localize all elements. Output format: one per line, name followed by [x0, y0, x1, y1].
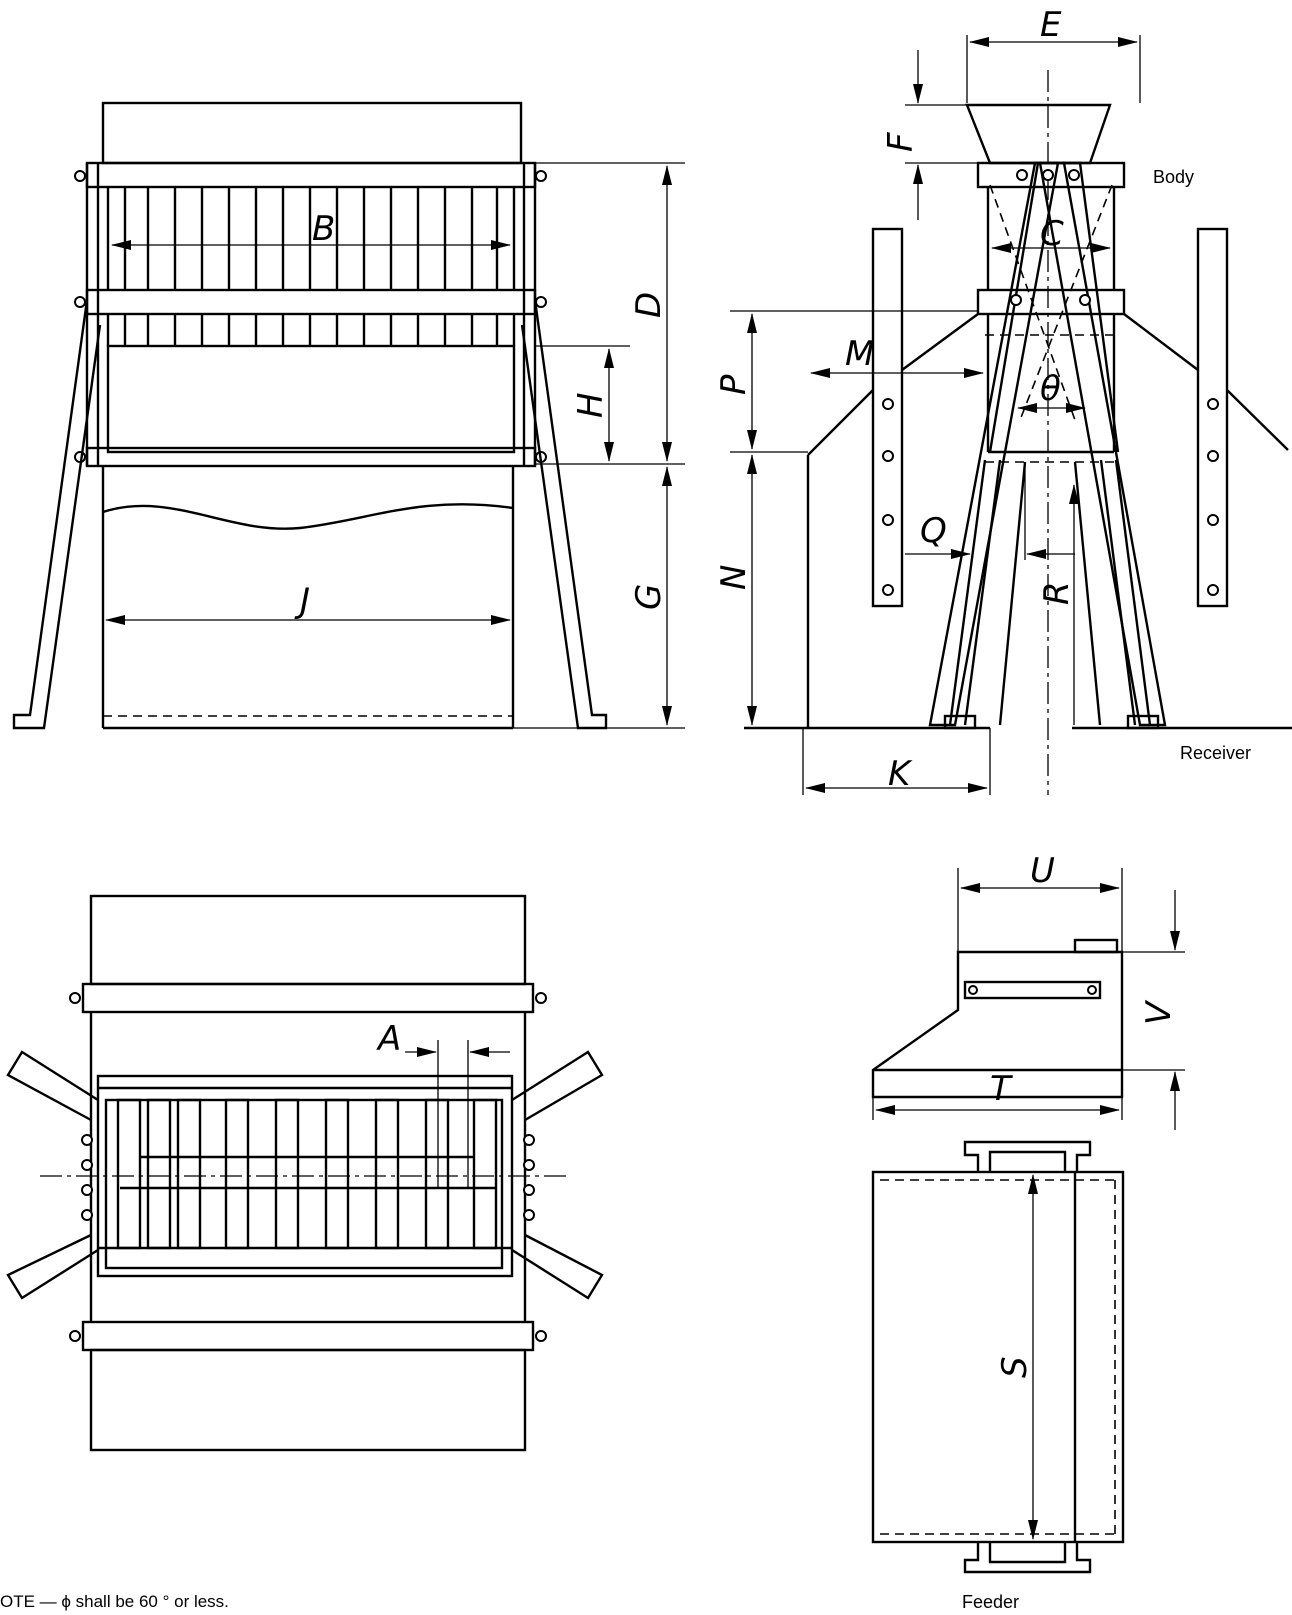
dim-label-p: P	[714, 374, 754, 395]
dim-label-j: J	[294, 581, 310, 621]
drawing-note: OTE — ϕ shall be 60 ° or less.	[0, 1592, 229, 1611]
side-view: E F C P M θ N Q R K Body Receiver	[714, 5, 1292, 795]
dim-label-d: D	[629, 292, 669, 318]
dim-label-h: H	[571, 392, 611, 418]
dim-label-s: S	[995, 1356, 1035, 1378]
label-receiver: Receiver	[1180, 743, 1251, 763]
dim-label-u: U	[1030, 851, 1055, 891]
dim-label-g: G	[629, 584, 669, 610]
dim-label-m: M	[845, 334, 874, 374]
dim-label-v: V	[1139, 999, 1179, 1025]
feeder-side-view: U T V	[871, 851, 1185, 1130]
dim-label-n: N	[714, 565, 754, 590]
dim-label-b: B	[312, 209, 335, 249]
dim-label-q: Q	[920, 511, 947, 551]
dim-label-r: R	[1037, 581, 1077, 605]
top-view: A	[6, 894, 604, 1452]
dim-label-theta: θ	[1040, 369, 1061, 409]
front-view: B D H G J	[12, 101, 685, 730]
riffle-slats-upper	[106, 187, 516, 290]
riffle-slats-top	[116, 1098, 498, 1250]
riffle-slats-lower	[106, 314, 516, 346]
feeder-top-view: S Feeder	[871, 1140, 1125, 1612]
dim-label-t: T	[990, 1069, 1013, 1109]
dim-label-e: E	[1040, 5, 1062, 45]
label-body: Body	[1153, 167, 1194, 187]
dim-label-k: K	[888, 754, 913, 794]
dim-label-c: C	[1040, 214, 1064, 254]
dim-label-f: F	[881, 132, 921, 152]
dim-label-a: A	[376, 1019, 401, 1059]
label-feeder: Feeder	[962, 1592, 1019, 1612]
